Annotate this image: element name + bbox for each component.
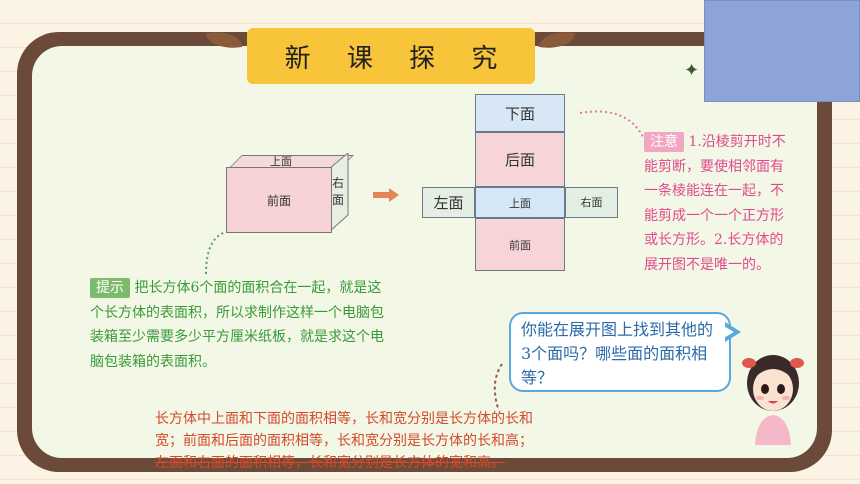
arrow-right-icon <box>373 188 399 202</box>
question-speech-bubble: 你能在展开图上找到其他的3个面吗？哪些面的面积相等？ <box>509 312 731 392</box>
net-right-label-2: 面 <box>591 196 603 209</box>
net-bottom-face: 下面 <box>475 94 565 132</box>
note-dotted-connector <box>579 110 645 140</box>
hint-tag: 提示 <box>90 278 130 298</box>
cuboid-front-label: 前面 <box>266 193 291 208</box>
answer-line-1: 长方体中上面和下面的面积相等，长和宽分别是长方体的长和 <box>155 411 533 427</box>
speech-bubble-tail-inner <box>722 325 734 339</box>
net-right-label-1: 右 <box>580 196 592 209</box>
cuboid-front-face: 前面 <box>226 167 332 233</box>
title-banner: 新 课 探 究 <box>247 28 535 84</box>
note-text-block: 注意 1.沿棱剪开时不能剪断，要使相邻面有一条棱能连在一起，不能剪成一个一个正方… <box>644 130 794 277</box>
answer-line-3: 左面和右面的面积相等，长和宽分别是长方体的宽和高。 <box>155 455 505 471</box>
answer-connector <box>493 363 503 409</box>
cuboid-right-label-2: 面 <box>332 193 345 207</box>
cuboid-right-face <box>330 153 349 231</box>
hint-text: 把长方体6个面的面积合在一起，就是这个长方体的表面积，所以求制作这样一个电脑包装… <box>90 280 384 370</box>
question-text: 你能在展开图上找到其他的3个面吗？哪些面的面积相等？ <box>521 320 714 387</box>
net-top-face: 上面 <box>475 187 565 218</box>
net-right-face: 右 面 <box>565 187 618 218</box>
running-figure-icon: ✦ <box>684 60 700 81</box>
net-left-face: 左面 <box>422 187 475 218</box>
girl-illustration <box>742 355 804 445</box>
net-front-face: 前面 <box>475 218 565 271</box>
answer-line-2: 宽；前面和后面的面积相等，长和宽分别是长方体的长和高； <box>155 433 533 449</box>
answer-text-block: 长方体中上面和下面的面积相等，长和宽分别是长方体的长和 宽；前面和后面的面积相等… <box>155 408 655 474</box>
hint-dotted-connector <box>205 231 227 275</box>
cuboid-right-label-1: 右 <box>332 176 345 190</box>
hint-text-block: 提示 把长方体6个面的面积合在一起，就是这个长方体的表面积，所以求制作这样一个电… <box>90 276 390 374</box>
note-tag: 注意 <box>644 132 684 152</box>
cuboid-top-label: 上面 <box>270 155 292 168</box>
sticky-note-placeholder <box>704 0 860 102</box>
note-text: 1.沿棱剪开时不能剪断，要使相邻面有一条棱能连在一起，不能剪成一个一个正方形或长… <box>644 134 786 273</box>
net-back-face: 后面 <box>475 132 565 187</box>
page-title: 新 课 探 究 <box>284 43 512 74</box>
